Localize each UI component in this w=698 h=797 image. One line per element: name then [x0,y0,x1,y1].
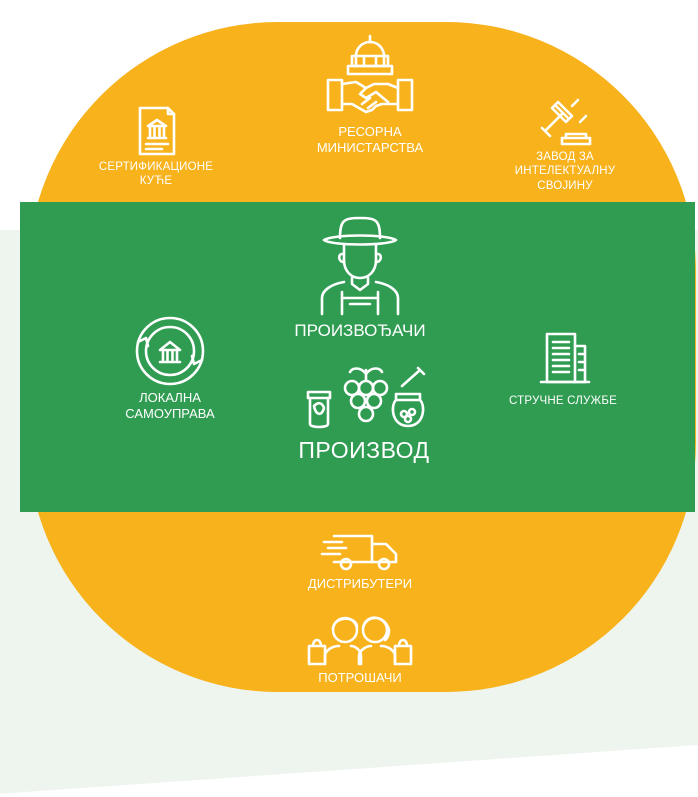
office-building-icon [539,332,591,384]
node-label: ЛОКАЛНА САМОУПРАВА [125,390,215,422]
node-producers: ПРОИЗВОЂАЧИ [280,214,440,341]
node-label: ПРОИЗВОЂАЧИ [294,321,426,340]
delivery-truck-icon [320,534,398,571]
ministry-handshake-icon [326,34,414,114]
product-jars-grapes-icon [306,366,426,429]
gavel-icon [540,98,592,146]
farmer-icon [320,216,400,316]
node-ip-office: ЗАВОД ЗА ИНТЕЛЕКТУАЛНУ СВОЈИНУ [500,96,630,193]
node-label: ДИСТРИБУТЕРИ [307,576,413,591]
certificate-icon [138,106,176,156]
node-label: РЕСОРНА МИНИСТАРСТВА [316,124,424,156]
node-distributors: ДИСТРИБУТЕРИ [280,532,440,592]
node-certification: СЕРТИФИКАЦИОНЕ КУЋЕ [90,104,222,189]
node-label: ПРОИЗВОД [298,437,430,463]
node-label: ЗАВОД ЗА ИНТЕЛЕКТУАЛНУ СВОЈИНУ [514,151,616,192]
node-consumers: ПОТРОШАЧИ [280,612,440,686]
node-local-gov: ЛОКАЛНА САМОУПРАВА [100,314,240,423]
node-ministries: РЕСОРНА МИНИСТАРСТВА [300,32,440,157]
node-label: СЕРТИФИКАЦИОНЕ КУЋЕ [98,161,214,188]
center-band [20,202,695,512]
node-product: ПРОИЗВОД [280,362,448,465]
municipality-icon [135,316,205,386]
node-label: ПОТРОШАЧИ [318,670,402,685]
shoppers-icon [307,616,413,666]
node-expert-services: СТРУЧНЕ СЛУЖБЕ [508,326,618,408]
node-label: СТРУЧНЕ СЛУЖБЕ [509,395,617,407]
